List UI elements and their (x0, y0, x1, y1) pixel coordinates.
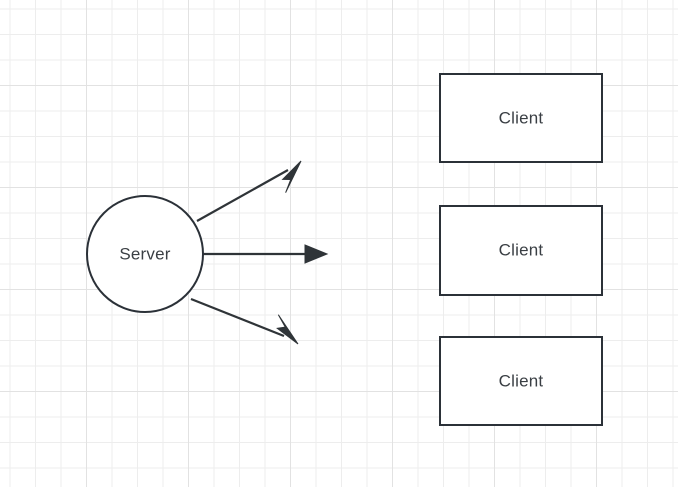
client-3-label: Client (499, 371, 544, 390)
node-client-2[interactable]: Client (439, 205, 603, 296)
arrowhead-icon (304, 244, 329, 264)
arrowhead-icon (276, 314, 299, 345)
node-client-1[interactable]: Client (439, 73, 603, 163)
node-client-3[interactable]: Client (439, 336, 603, 426)
connector-server-to-client-1[interactable] (196, 160, 311, 222)
connector-server-to-client-2[interactable] (203, 244, 329, 264)
client-1-rectangle[interactable] (439, 73, 603, 163)
client-3-rectangle[interactable] (439, 336, 603, 426)
client-1-label: Client (499, 108, 544, 127)
client-2-label: Client (499, 240, 544, 259)
client-2-rectangle[interactable] (439, 205, 603, 296)
node-server[interactable]: Server (86, 195, 204, 313)
server-label: Server (119, 244, 170, 263)
arrowhead-icon (281, 160, 302, 193)
connector-line (196, 169, 289, 222)
connector-line (190, 297, 285, 338)
server-ellipse[interactable] (86, 195, 204, 313)
connector-server-to-client-3[interactable] (190, 297, 305, 345)
